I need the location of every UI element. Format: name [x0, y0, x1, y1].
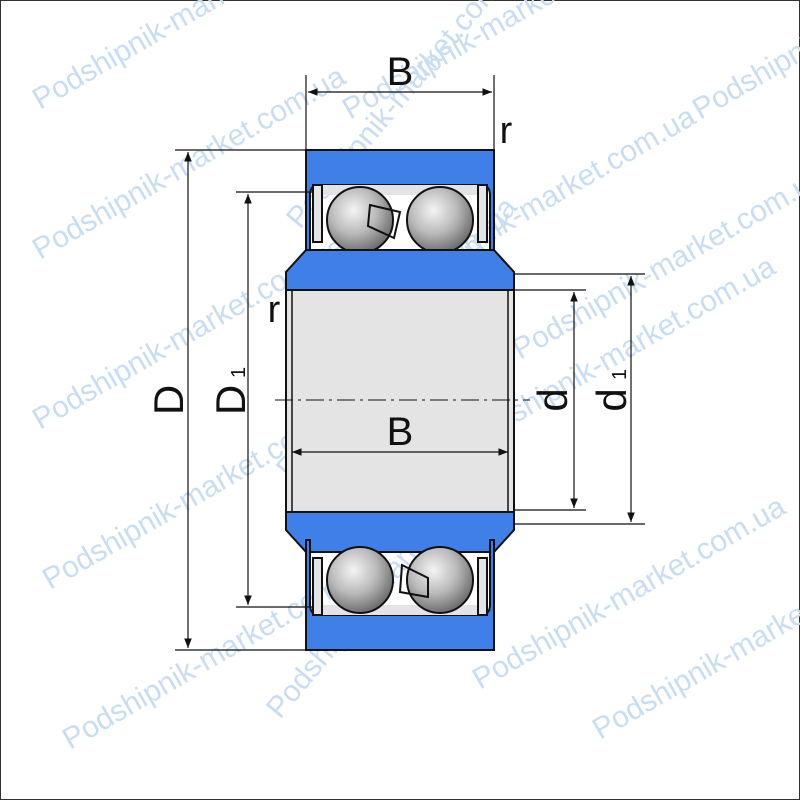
dimension-outer-shoulder-diameter — [236, 191, 312, 608]
label-width-top: B — [387, 50, 414, 94]
label-width-inner: B — [387, 410, 414, 454]
ball — [326, 546, 394, 614]
cage-bottom — [398, 563, 429, 599]
ball — [406, 186, 474, 254]
label-outer-diameter: D — [145, 385, 192, 415]
label-fillet-top: r — [500, 110, 513, 152]
label-outer-shoulder-main: D — [207, 385, 254, 415]
label-outer-shoulder-diameter: D 1 — [207, 367, 254, 415]
dimension-width-top — [305, 75, 495, 150]
label-bore-diameter: d — [529, 388, 576, 411]
label-inner-shoulder-sub: 1 — [609, 369, 631, 380]
seal-top — [312, 184, 488, 243]
ball — [406, 546, 474, 614]
label-outer-shoulder-sub: 1 — [228, 367, 250, 378]
dimension-inner-shoulder-diameter — [514, 273, 645, 525]
label-inner-shoulder-main: d — [588, 388, 635, 411]
bore — [285, 289, 515, 513]
dimension-bore-diameter — [514, 289, 586, 511]
label-inner-shoulder-diameter: d 1 — [588, 369, 635, 412]
dimension-outer-diameter — [175, 149, 306, 651]
ball — [326, 186, 394, 254]
cage-top — [366, 203, 402, 240]
label-fillet-side: r — [268, 289, 281, 331]
inner-ring — [285, 249, 515, 553]
seal-bottom — [312, 557, 488, 616]
